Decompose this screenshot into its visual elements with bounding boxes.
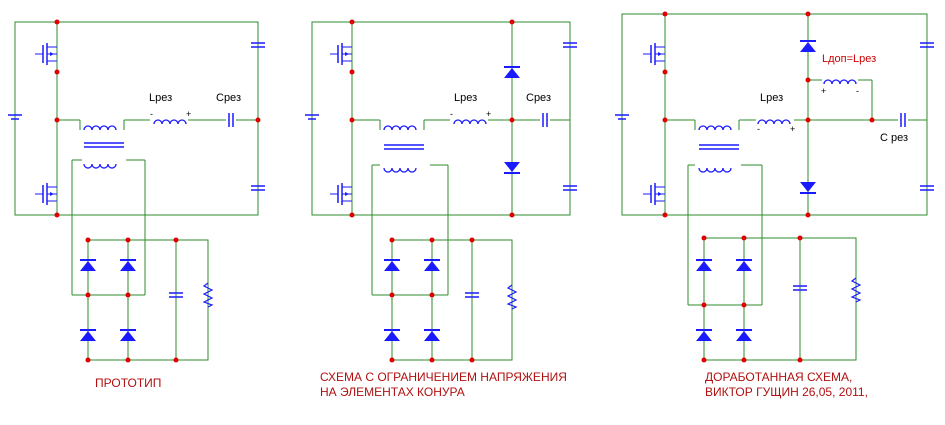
caption-line-1: ДОРАБОТАННАЯ СХЕМА, <box>705 370 852 384</box>
panel-voltage-limited: - + Lрез Cрез СХЕМА С ОГРАНИЧЕНИЕМ НАПРЯ… <box>304 19 578 399</box>
wires <box>621 13 928 361</box>
label-l-add: Lдоп=Lрез <box>822 53 876 65</box>
label-c-res: Cрез <box>526 92 551 104</box>
caption-line-2: НА ЭЛЕМЕНТАХ КОНУРА <box>320 385 465 399</box>
polarity-minus: - <box>450 109 453 119</box>
caption-line-1: ПРОТОТИП <box>95 376 161 390</box>
panel-improved: - + + - Lрез Lдоп=Lрез С рез ДОРАБОТАННА… <box>614 11 935 399</box>
polarity-plus: + <box>486 109 491 119</box>
polarity-minus: - <box>856 86 859 96</box>
polarity-plus: + <box>186 109 191 119</box>
label-l-res: Lрез <box>454 92 477 104</box>
polarity-plus: + <box>821 86 826 96</box>
panel-prototype: - + Lрез Cрез ПРОТОТИП <box>7 19 266 390</box>
caption-line-1: СХЕМА С ОГРАНИЧЕНИЕМ НАПРЯЖЕНИЯ <box>320 370 567 384</box>
label-l-res: Lрез <box>149 92 172 104</box>
wires <box>14 21 259 361</box>
caption-line-2: ВИКТОР ГУЩИН 26,05, 2011, <box>705 385 868 399</box>
label-c-res: Cрез <box>216 92 241 104</box>
polarity-plus: + <box>790 124 795 134</box>
label-l-res: Lрез <box>760 92 783 104</box>
polarity-minus: - <box>757 124 760 134</box>
polarity-minus: - <box>150 109 153 119</box>
label-c-res: С рез <box>880 132 908 144</box>
wires <box>311 21 571 361</box>
